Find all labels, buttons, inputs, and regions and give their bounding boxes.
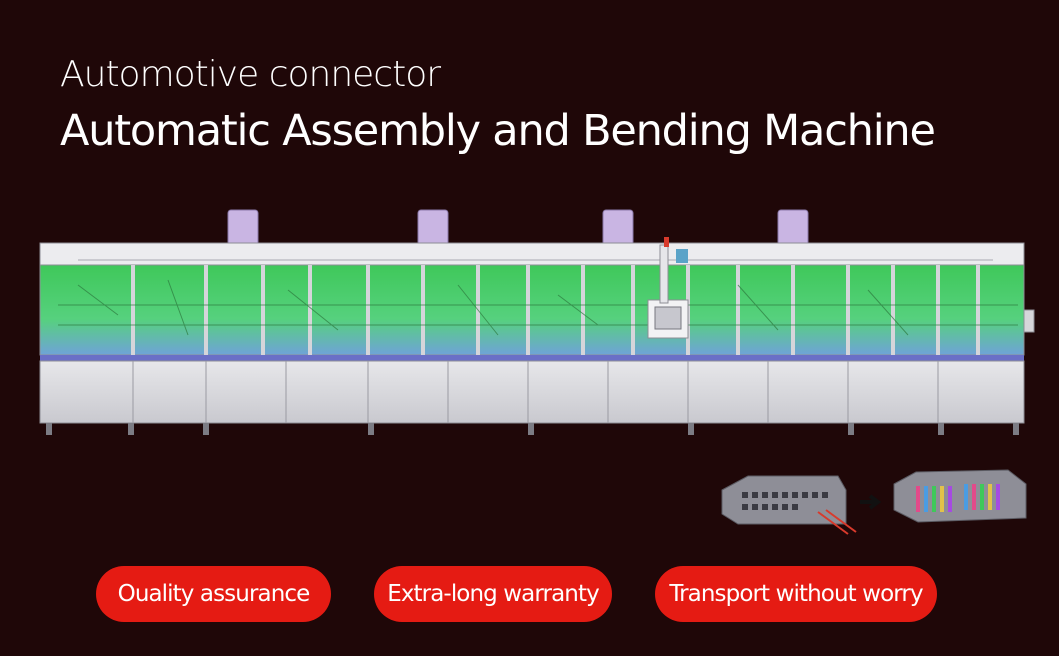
connector-before-icon — [721, 475, 857, 535]
arrow-right-icon — [860, 494, 882, 510]
feature-quality-assurance: Ouality assurance — [96, 566, 331, 622]
connector-transformation-illustration — [721, 469, 1027, 535]
feature-transport-without-worry: Transport without worry — [655, 566, 937, 622]
page-title: Automatic Assembly and Bending Machine — [60, 106, 936, 156]
assembly-machine-illustration — [39, 209, 1035, 435]
feature-extra-long-warranty: Extra-long warranty — [374, 566, 612, 622]
connector-after-icon — [893, 469, 1027, 523]
page-subtitle: Automotive connector — [60, 54, 441, 95]
